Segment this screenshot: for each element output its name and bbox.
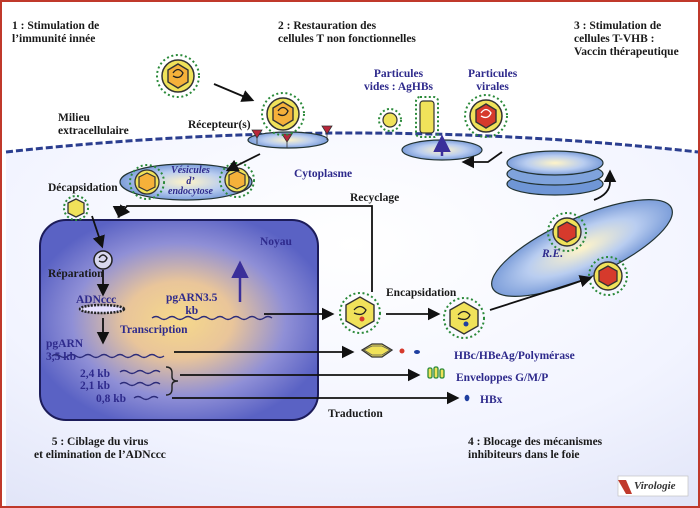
- step2-line1: 2 : Restauration des: [278, 20, 377, 32]
- viral-particles-line2: virales: [476, 81, 509, 93]
- empty-particles-line2: vides : AgHBs: [364, 81, 434, 93]
- pgrna-line1: pgARN: [46, 338, 84, 350]
- repair-label: Réparation: [48, 268, 104, 280]
- pgrna-line2: 3,5 kb: [46, 351, 77, 363]
- step3-label: 3 : Stimulation de cellules T-VHB : Vacc…: [574, 20, 679, 59]
- virus-particle-receptor: [261, 92, 305, 136]
- step4-line2: inhibiteurs dans le foie: [468, 449, 580, 461]
- extracellular-line2: extracellulaire: [58, 125, 129, 137]
- rna-08-wave: [133, 395, 159, 401]
- vesicle-line2: d’: [186, 175, 195, 187]
- rna-21-wave: [119, 381, 161, 387]
- encapsidation-label: Encapsidation: [386, 287, 457, 299]
- receptor-label: Récepteur(s): [188, 119, 251, 131]
- decapsidation-capsid: [63, 195, 89, 221]
- hbc-products: [360, 343, 420, 358]
- pgarn-wave: [51, 353, 165, 359]
- step5-line1: 5 : Ciblage du virus: [51, 436, 149, 448]
- extracellular-label: Milieu extracellulaire: [58, 112, 129, 138]
- decapsidation-label: Décapsidation: [48, 182, 118, 194]
- step3-line3: Vaccin thérapeutique: [574, 46, 679, 58]
- virus-particle-er-2: [588, 256, 628, 296]
- step5-label: 5 : Ciblage du virus et elimination de l…: [34, 436, 166, 462]
- pgrna35-line1: pgARN3.5: [166, 292, 218, 304]
- virus-particle-viral: [464, 94, 508, 138]
- empty-particle-sphere: [378, 108, 402, 132]
- nucleus-label: Noyau: [260, 236, 292, 248]
- golgi-stack: [506, 150, 604, 196]
- transcription-label: Transcription: [120, 324, 188, 336]
- viral-particles-label: Particules virales: [468, 68, 517, 94]
- step5-line2: et elimination de l’ADNccc: [34, 449, 166, 461]
- hbx-label: HBx: [480, 394, 503, 406]
- pgrna35-line2: kb: [185, 305, 199, 317]
- capsid-mature: [443, 297, 485, 339]
- step2-line2: cellules T non fonctionnelles: [278, 33, 416, 45]
- extracellular-line1: Milieu: [58, 112, 90, 124]
- step4-line1: 4 : Blocage des mécanismes: [468, 436, 603, 448]
- translation-label: Traduction: [328, 408, 383, 420]
- pgarn35-wave: [151, 315, 273, 321]
- rna-21-label: 2,1 kb: [80, 380, 111, 392]
- rna-08-label: 0,8 kb: [96, 393, 127, 405]
- cell-membrane: [5, 131, 698, 154]
- vesicle-line3: endocytose: [168, 186, 213, 197]
- hbc-label: HBc/HBeAg/Polymérase: [454, 350, 575, 362]
- envelope-products: [427, 366, 445, 379]
- step1-line1: 1 : Stimulation de: [12, 20, 100, 32]
- hbx-product: [464, 394, 470, 402]
- vesicle-line1: Vésicules: [171, 165, 210, 176]
- empty-particle-filament: [415, 96, 439, 138]
- er-label: R.E.: [542, 248, 564, 260]
- logo-text: Virologie: [634, 480, 676, 492]
- rcdna-glyph: [93, 250, 113, 270]
- step3-line2: cellules T-VHB :: [574, 33, 655, 45]
- cytoplasm-label: Cytoplasme: [294, 168, 353, 180]
- pgrna35-label: pgARN3.5 kb: [166, 292, 217, 318]
- viral-particles-line1: Particules: [468, 68, 518, 80]
- step1-label: 1 : Stimulation de l’immunité innée: [12, 20, 99, 46]
- rna-24-wave: [119, 369, 161, 375]
- virus-particle-outside: [156, 54, 200, 98]
- envelopes-label: Enveloppes G/M/P: [456, 372, 549, 384]
- step4-label: 4 : Blocage des mécanismes inhibiteurs d…: [468, 436, 602, 462]
- virus-particle-vesicle-1: [129, 164, 165, 200]
- step2-label: 2 : Restauration des cellules T non fonc…: [278, 20, 416, 46]
- virus-particle-er-1: [547, 212, 587, 252]
- virologie-logo: [617, 475, 689, 497]
- cccdna-glyph: [78, 303, 126, 315]
- capsid-encapsidation: [339, 292, 381, 334]
- mrna-bracket: [165, 366, 179, 396]
- recycling-label: Recyclage: [350, 192, 400, 204]
- pgrna-label: pgARN 3,5 kb: [46, 338, 83, 364]
- rna-24-label: 2,4 kb: [80, 368, 111, 380]
- step3-line1: 3 : Stimulation de: [574, 20, 662, 32]
- step1-line2: l’immunité innée: [12, 33, 96, 45]
- cccdna-label: ADNccc: [76, 294, 117, 306]
- empty-particles-label: Particules vides : AgHBs: [364, 68, 433, 94]
- empty-particles-line1: Particules: [373, 68, 424, 80]
- process-arrows: [91, 83, 617, 405]
- vesicle-label: Vésicules d’ endocytose: [168, 165, 213, 198]
